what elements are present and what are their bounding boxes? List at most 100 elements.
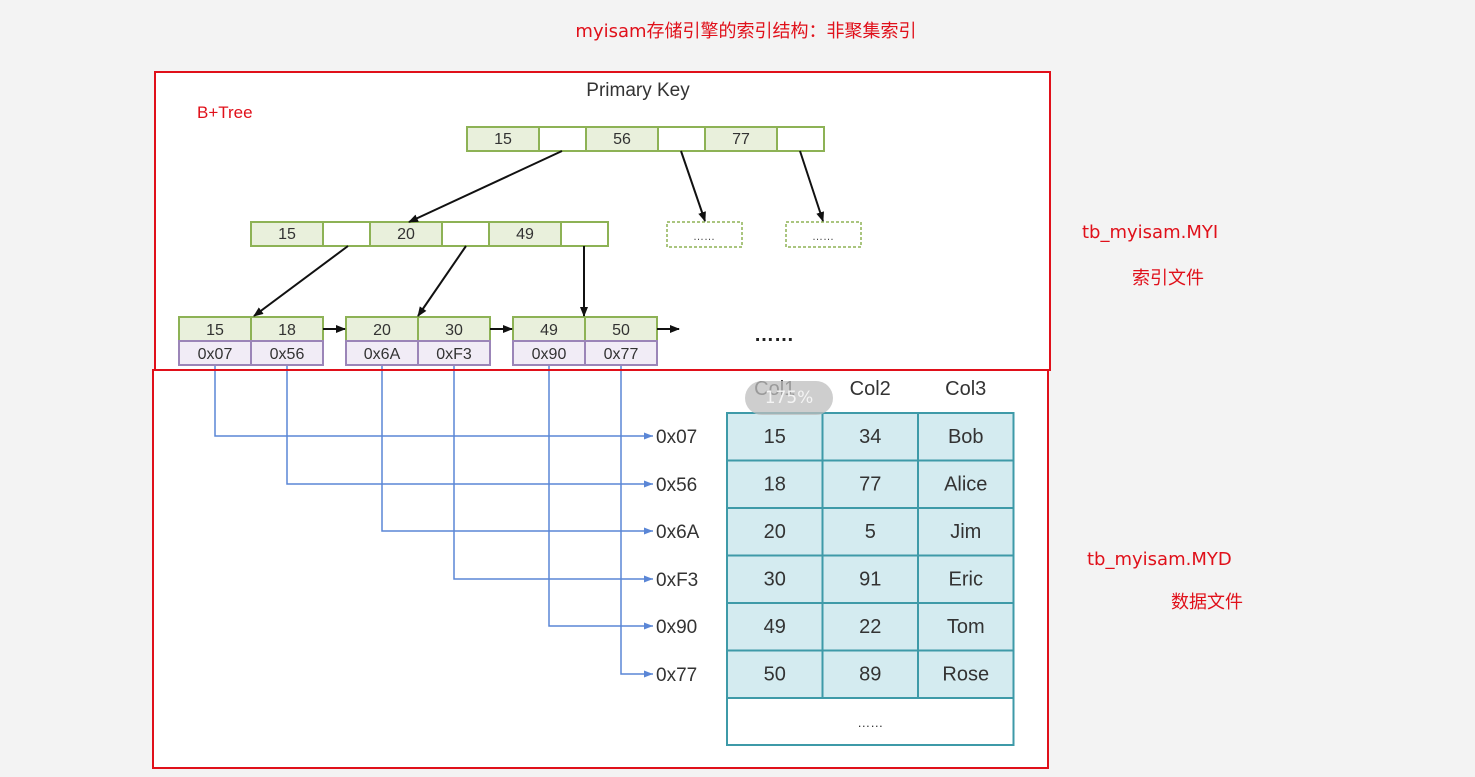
row-pointer-line (453, 366, 653, 583)
table-cell (726, 602, 824, 652)
btree: 15 56 77 15 20 49 …… …… 15 0x07 18 0x56 20 0x6A 30 0xF3… (178, 126, 862, 366)
row-address-label: 0x77 (656, 665, 697, 686)
table-cell-text: Rose (942, 664, 989, 686)
table-cell-text: 89 (859, 664, 881, 686)
row-pointer-line (286, 366, 653, 488)
table-cell-text: 91 (859, 569, 881, 591)
placeholder-node (785, 221, 862, 248)
table-cell-text: Tom (947, 616, 985, 638)
page-title: myisam存储引擎的索引结构：非聚集索引 (575, 21, 917, 42)
leaf-address-cell (178, 340, 252, 366)
table-cell-text: 30 (764, 569, 786, 591)
leaf-address-text: 0x90 (532, 346, 567, 363)
tree-arrow (799, 150, 824, 222)
table-cell (821, 459, 919, 509)
row-address-label: 0x90 (656, 617, 697, 638)
level2-node-key-text: 20 (397, 226, 415, 243)
table-cell-text: 49 (764, 616, 786, 638)
table-cell-text: 77 (859, 474, 881, 496)
table-cell (917, 459, 1015, 509)
leaf-address-text: 0x77 (604, 346, 639, 363)
tree-arrow (253, 245, 349, 317)
leaf-key-text: 20 (373, 322, 391, 339)
root-node-key-text: 56 (613, 131, 631, 148)
leaf-address-text: 0x07 (198, 346, 233, 363)
row-address-label: 0x56 (656, 475, 697, 496)
leaf-key-text: 30 (445, 322, 463, 339)
myd-file-label: tb_myisam.MYD (1087, 549, 1232, 570)
leaf-address-text: 0xF3 (436, 346, 472, 363)
leaf-key-text: 15 (206, 322, 224, 339)
column-header: Col2 (850, 378, 891, 400)
table-cell (917, 554, 1015, 604)
level2-node-key-cell (488, 221, 562, 247)
table-cell (726, 507, 824, 557)
level2-node-key-text: 15 (278, 226, 296, 243)
table-cell-text: 22 (859, 616, 881, 638)
table-cell-text: 15 (764, 426, 786, 448)
tree-arrow (680, 150, 706, 222)
leaf-address-cell (250, 340, 324, 366)
leaf-address-text: 0x56 (270, 346, 305, 363)
placeholder-text: …… (693, 231, 715, 243)
row-pointer-line (620, 366, 653, 678)
table-more-row (726, 697, 1015, 746)
table-cell-text: Eric (949, 569, 983, 591)
row-pointer-line (548, 366, 653, 630)
btree-label: B+Tree (197, 103, 253, 122)
level2-node-key-text: 49 (516, 226, 534, 243)
table-cell (917, 412, 1015, 462)
leaf-more-text: …… (754, 324, 794, 346)
leaf-address-cell (345, 340, 419, 366)
table-cell-text: Jim (950, 521, 981, 543)
tree-arrow (408, 150, 563, 223)
level2-node-pointer-cell (560, 221, 609, 247)
data-table: Col1Col2Col31534Bob1877Alice205Jim3091Er… (726, 378, 1015, 746)
root-node-pointer-cell (776, 126, 825, 152)
row-pointers: 0x07 0x56 0x6A 0xF3 0x90 0x77 (214, 366, 700, 686)
table-cell-text: 50 (764, 664, 786, 686)
table-cell-text: 34 (859, 426, 881, 448)
table-cell-text: 5 (865, 521, 876, 543)
row-pointer-line (381, 366, 653, 535)
table-cell-text: 18 (764, 474, 786, 496)
myd-frame (152, 369, 1049, 769)
leaf-key-cell (178, 316, 252, 342)
root-node-pointer-cell (657, 126, 706, 152)
root-node-key-text: 15 (494, 131, 512, 148)
myd-desc-label: 数据文件 (1171, 592, 1243, 613)
table-cell (821, 554, 919, 604)
table-cell (821, 649, 919, 699)
placeholder-node (666, 221, 743, 248)
myi-desc-label: 索引文件 (1132, 268, 1204, 289)
row-address-label: 0x07 (656, 427, 697, 448)
leaf-key-text: 18 (278, 322, 296, 339)
leaf-address-text: 0x6A (364, 346, 401, 363)
level2-node-key-cell (369, 221, 443, 247)
leaf-key-text: 49 (540, 322, 558, 339)
column-header: Col3 (945, 378, 986, 400)
myi-file-label: tb_myisam.MYI (1082, 222, 1219, 243)
table-more-text: …… (857, 715, 883, 730)
root-node-key-text: 77 (732, 131, 750, 148)
table-cell (917, 507, 1015, 557)
tree-arrow (417, 245, 467, 317)
zoom-indicator: 175% (745, 381, 833, 415)
leaf-key-text: 50 (612, 322, 630, 339)
root-node-key-cell (704, 126, 778, 152)
table-cell (821, 507, 919, 557)
leaf-key-cell (345, 316, 419, 342)
row-address-label: 0x6A (656, 522, 700, 543)
row-address-label: 0xF3 (656, 570, 698, 591)
table-cell (821, 602, 919, 652)
leaf-address-cell (584, 340, 658, 366)
level2-node-pointer-cell (322, 221, 371, 247)
primary-key-label: Primary Key (586, 80, 690, 101)
placeholder-text: …… (812, 231, 834, 243)
table-cell-text: Bob (948, 426, 984, 448)
row-pointer-line (214, 366, 653, 440)
table-cell (726, 459, 824, 509)
table-cell-text: Alice (944, 474, 987, 496)
level2-node-pointer-cell (441, 221, 490, 247)
